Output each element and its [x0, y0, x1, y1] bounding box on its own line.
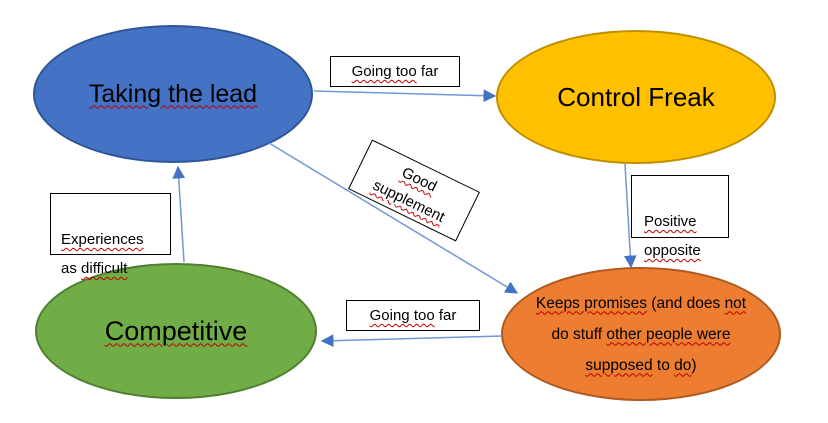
node-taking-the-lead[interactable]: Taking the lead	[33, 25, 313, 163]
edge-label-experiences-as-difficult-text: Experiences as difficult	[61, 231, 144, 277]
node-taking-the-lead-label: Taking the lead	[88, 79, 258, 108]
edge-label-good-supplement-text: Good supplement	[370, 163, 448, 226]
edge-label-going-too-far-bottom-text: Going too far	[369, 307, 457, 324]
node-keeps-promises[interactable]: Keeps promises (and does not do stuff ot…	[501, 267, 781, 401]
edge-label-going-too-far-bottom[interactable]: Going too far	[346, 300, 480, 331]
edge-label-going-too-far-top[interactable]: Going too far	[330, 56, 460, 87]
node-competitive-label: Competitive	[104, 315, 248, 346]
node-control-freak-label: Control Freak	[557, 81, 715, 112]
node-competitive[interactable]: Competitive	[35, 263, 317, 399]
edge-label-positive-opposite-text: Positive opposite	[644, 213, 701, 259]
arrow-competitive-to-taking-the-lead[interactable]	[172, 165, 186, 263]
arrow-keeps-promises-to-competitive[interactable]	[320, 334, 503, 348]
edge-label-going-too-far-top-text: Going too far	[351, 63, 439, 80]
node-keeps-promises-label: Keeps promises (and does not do stuff ot…	[535, 294, 747, 374]
node-control-freak[interactable]: Control Freak	[496, 30, 776, 164]
edge-label-experiences-as-difficult[interactable]: Experiences as difficult	[50, 193, 171, 277]
edge-label-positive-opposite[interactable]: Positive opposite	[631, 175, 729, 259]
arrow-taking-the-lead-to-control-freak[interactable]	[313, 89, 497, 103]
edge-label-good-supplement[interactable]: Good supplement	[348, 139, 480, 242]
